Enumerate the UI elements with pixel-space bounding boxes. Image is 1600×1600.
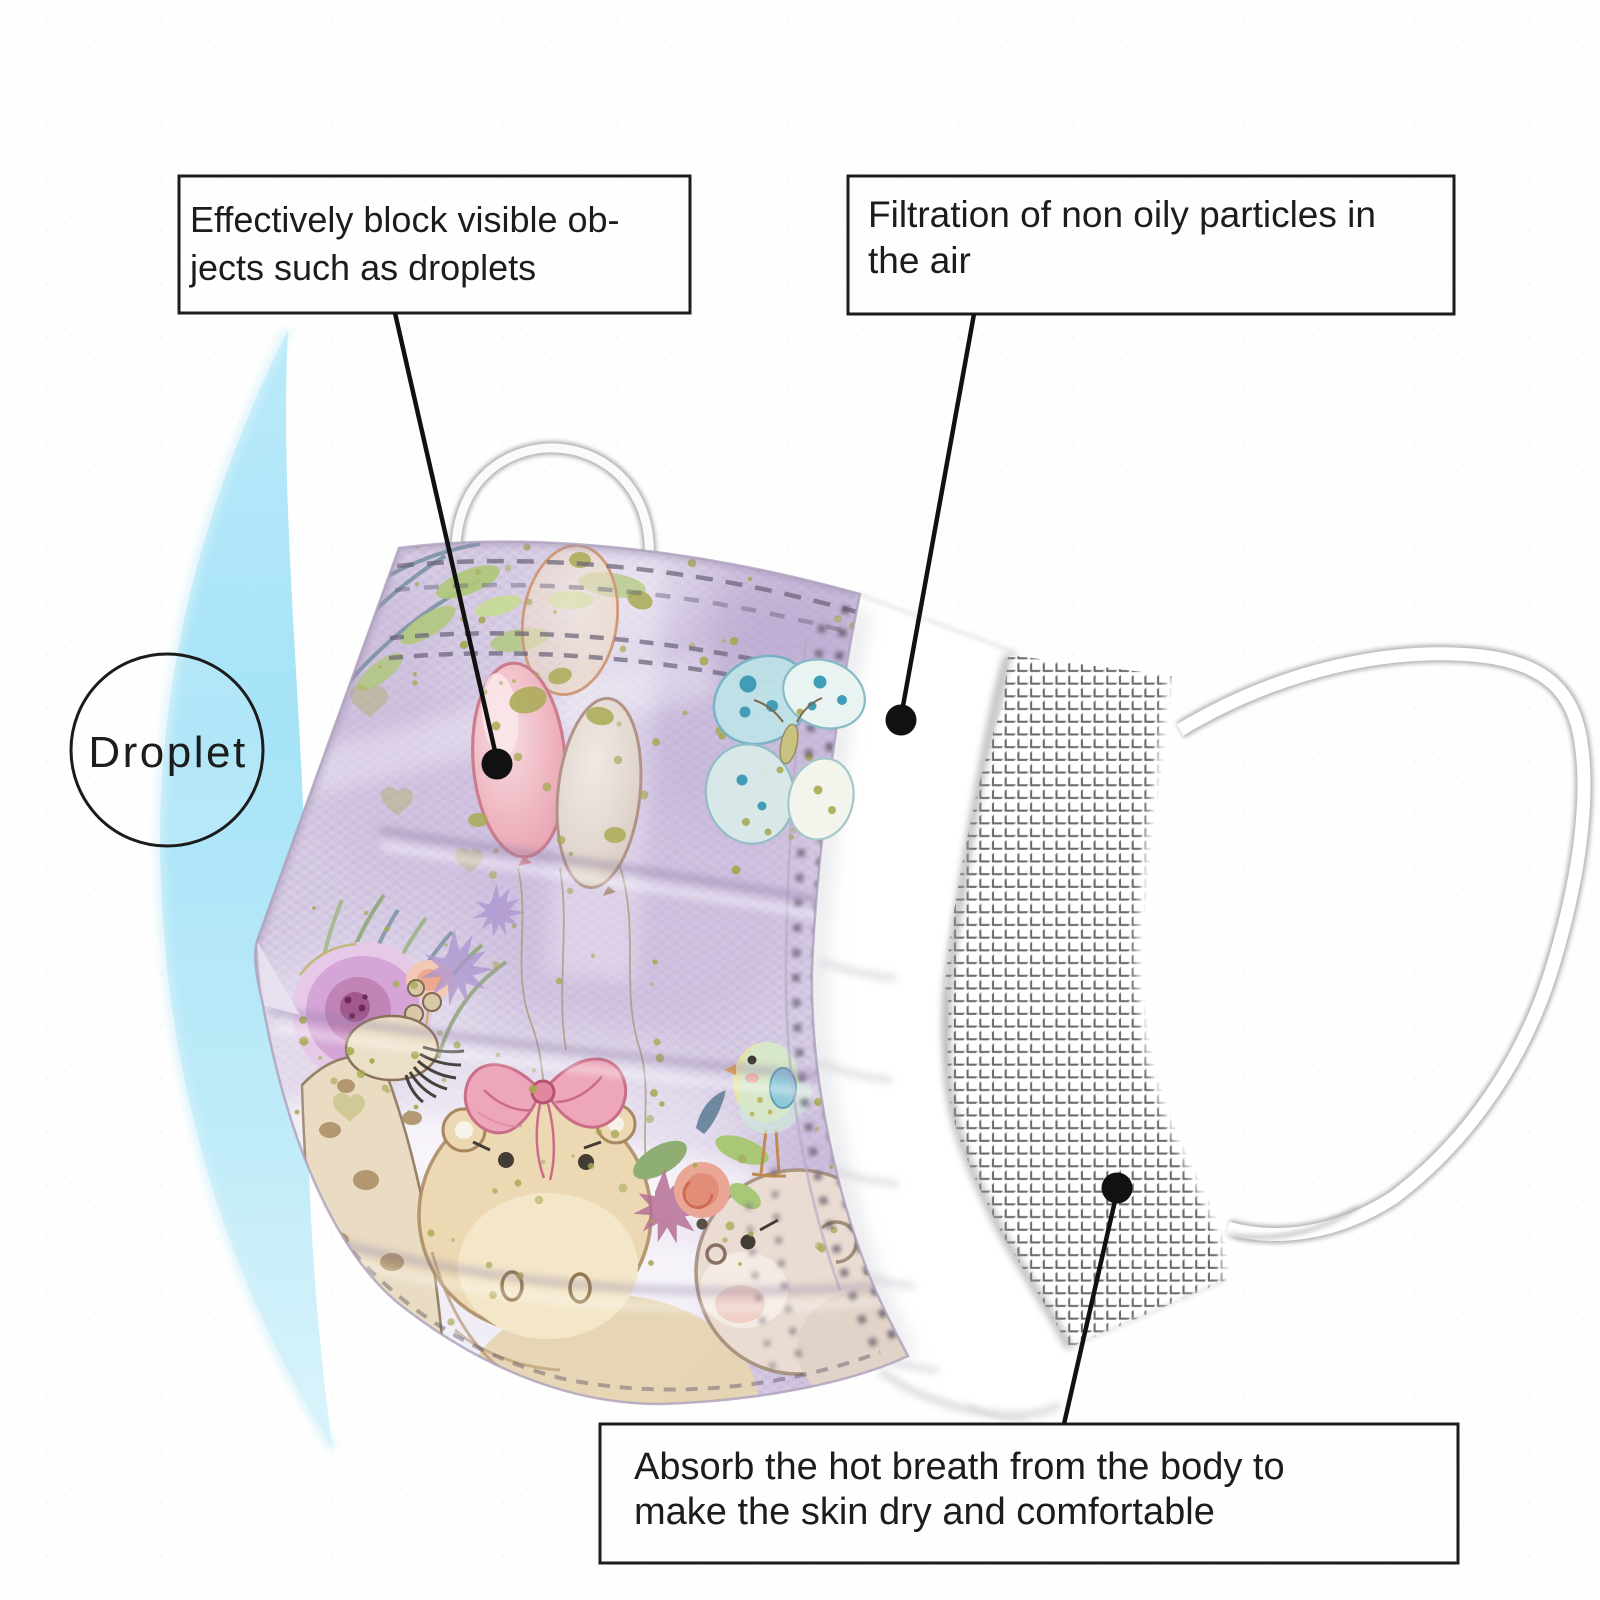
svg-text:jects such as droplets: jects such as droplets <box>189 247 536 288</box>
svg-text:Filtration of non oily particl: Filtration of non oily particles in <box>868 194 1376 235</box>
svg-text:make the skin dry and comforta: make the skin dry and comfortable <box>634 1491 1215 1533</box>
svg-text:Droplet: Droplet <box>88 728 247 777</box>
svg-text:Effectively block visible ob-: Effectively block visible ob- <box>190 199 620 240</box>
svg-text:the air: the air <box>868 240 971 281</box>
svg-text:Absorb the hot breath from the: Absorb the hot breath from the body to <box>634 1446 1285 1488</box>
